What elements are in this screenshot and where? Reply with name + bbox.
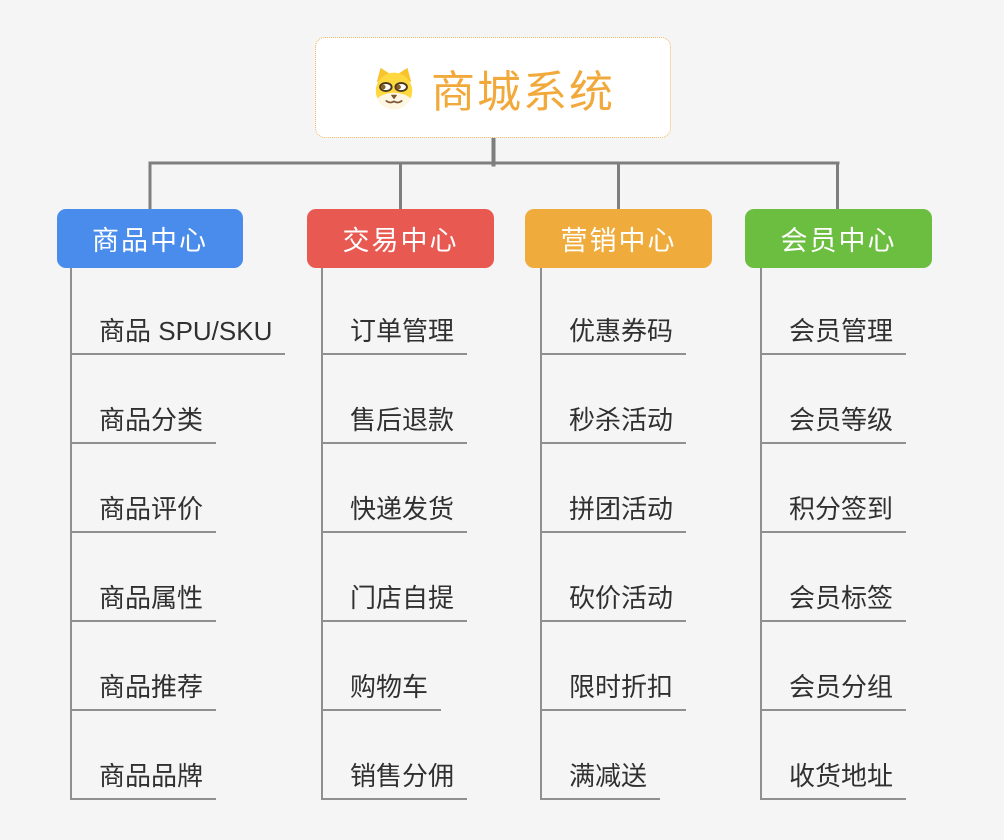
branch-node-product-center[interactable]: 商品中心 xyxy=(57,209,243,268)
leaf-node[interactable]: 优惠券码 xyxy=(540,315,687,355)
branch-node-marketing-center[interactable]: 营销中心 xyxy=(525,209,712,268)
leaf-node[interactable]: 商品品牌 xyxy=(70,760,217,800)
leaf-node[interactable]: 购物车 xyxy=(321,671,442,711)
leaf-node[interactable]: 限时折扣 xyxy=(540,671,687,711)
leaf-node[interactable]: 满减送 xyxy=(540,760,661,800)
branch-label: 商品中心 xyxy=(92,226,208,256)
leaf-node[interactable]: 收货地址 xyxy=(760,760,907,800)
root-label: 商城系统 xyxy=(431,67,615,117)
leaf-node[interactable]: 销售分佣 xyxy=(321,760,468,800)
leaf-node[interactable]: 商品属性 xyxy=(70,582,217,622)
leaf-node[interactable]: 积分签到 xyxy=(760,493,907,533)
leaf-node[interactable]: 售后退款 xyxy=(321,404,468,444)
leaf-node[interactable]: 商品推荐 xyxy=(70,671,217,711)
branch-label: 营销中心 xyxy=(560,226,677,256)
root-node[interactable]: 商城系统 xyxy=(315,37,671,138)
branch-node-member-center[interactable]: 会员中心 xyxy=(745,209,932,268)
leaf-node[interactable]: 会员分组 xyxy=(760,671,907,711)
branch-node-trade-center[interactable]: 交易中心 xyxy=(307,209,494,268)
leaf-node[interactable]: 商品分类 xyxy=(70,404,217,444)
leaf-node[interactable]: 会员管理 xyxy=(760,315,907,355)
leaf-node[interactable]: 会员标签 xyxy=(760,582,907,622)
branch-label: 交易中心 xyxy=(342,226,459,256)
leaf-node[interactable]: 商品 SPU/SKU xyxy=(70,315,286,355)
leaf-node[interactable]: 砍价活动 xyxy=(540,582,687,622)
doge-face-icon xyxy=(371,65,417,111)
leaf-node[interactable]: 拼团活动 xyxy=(540,493,687,533)
leaf-node[interactable]: 订单管理 xyxy=(321,315,468,355)
branch-label: 会员中心 xyxy=(780,226,897,256)
leaf-node[interactable]: 门店自提 xyxy=(321,582,468,622)
leaf-node[interactable]: 商品评价 xyxy=(70,493,217,533)
leaf-node[interactable]: 秒杀活动 xyxy=(540,404,687,444)
leaf-node[interactable]: 快递发货 xyxy=(321,493,468,533)
leaf-node[interactable]: 会员等级 xyxy=(760,404,907,444)
